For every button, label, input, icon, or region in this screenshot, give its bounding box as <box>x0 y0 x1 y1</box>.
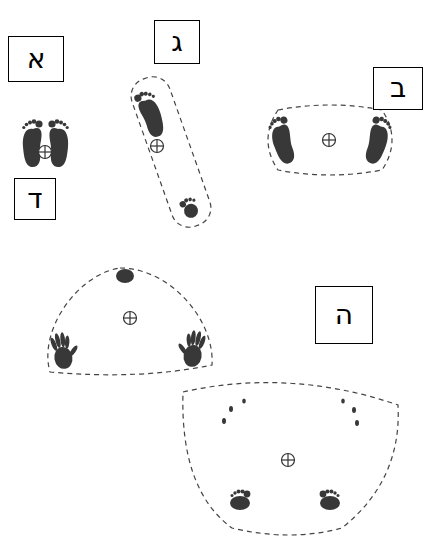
letter-box: א <box>8 36 64 82</box>
letter-box: ב <box>373 67 423 110</box>
letter-label: ה <box>335 301 353 329</box>
letter-label: ד <box>27 185 42 213</box>
letter-box: ה <box>315 286 373 344</box>
letter-box: ג <box>154 20 200 64</box>
letter-label: ג <box>171 28 183 56</box>
letter-box: ד <box>14 178 56 220</box>
letter-label: א <box>27 45 46 73</box>
letter-label: ב <box>390 74 406 102</box>
